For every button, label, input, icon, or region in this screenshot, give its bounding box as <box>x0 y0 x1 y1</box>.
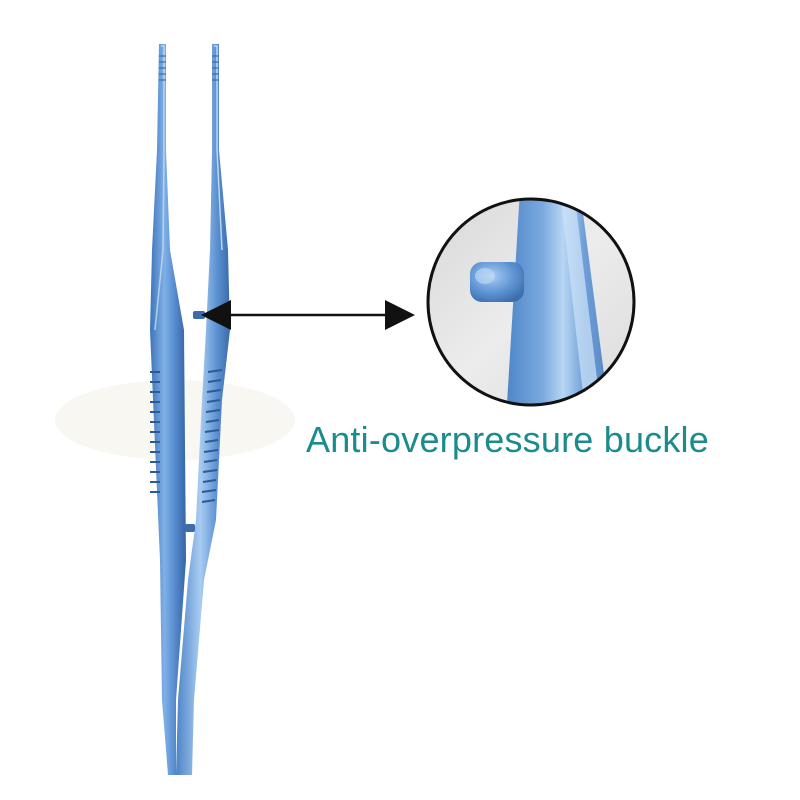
buckle-pin-lower <box>185 524 195 532</box>
serrated-tips <box>159 55 219 81</box>
grip-ridges-left <box>150 371 160 493</box>
buckle-pin-upper <box>193 311 205 319</box>
tweezer-left-arm <box>150 44 186 775</box>
tweezer-right-arm <box>176 44 230 775</box>
callout-label: Anti-overpressure buckle <box>306 419 709 460</box>
magnifier-circle <box>426 197 636 407</box>
grip-ridges-right <box>201 369 223 503</box>
